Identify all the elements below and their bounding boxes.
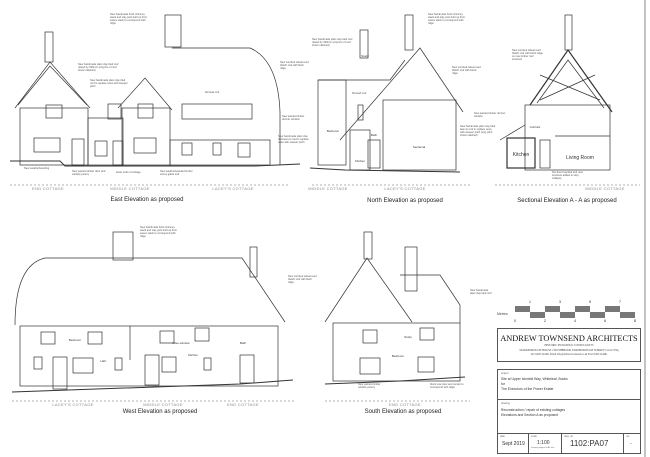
room-label: false window (172, 341, 190, 345)
annotation: first floor boarded and new structure ad… (552, 171, 583, 180)
annotation: block new door and render to correspond … (430, 383, 464, 389)
scale-bar-label: Metres (497, 312, 508, 316)
annotation: lower ends of cottage (116, 171, 141, 174)
annotation: New painted timber door and window joine… (72, 170, 106, 176)
north-elevation-title: North Elevation as proposed (367, 198, 443, 204)
room-label: Bedroom (391, 354, 405, 358)
annotation: New handmade brick chimney stack and cla… (140, 226, 178, 238)
annotation: New combed wheat reed thatch roof with f… (288, 275, 317, 284)
firm-block: ANDREW TOWNSEND ARCHITECTS HISTORIC BUIL… (497, 328, 641, 362)
room-label: Sectional (412, 145, 426, 149)
firm-name: ANDREW TOWNSEND ARCHITECTS (500, 334, 638, 343)
annotation: New handmade plain clay tiled lean-to ro… (460, 125, 496, 137)
cottage-label: END COTTAGE (227, 402, 259, 407)
cottage-label: MIDDLE COTTAGE (585, 186, 625, 191)
annotation: New weatherboarding (24, 167, 50, 170)
scale-bar (515, 306, 635, 318)
annotation: New handmade plain clay tiled roof raise… (312, 38, 353, 47)
annotation: New handmade plain clay tiled roof raise… (78, 63, 119, 72)
annotation: New combed wheat reed thatch roof with b… (512, 49, 543, 61)
scale-label: scale (531, 435, 537, 438)
annotation: New painted timber dormer window (474, 112, 506, 118)
scale-value: 1:100 (537, 440, 550, 446)
firm-address: MARLBOROUGH HOUSE 2 RUSHBROOK FARNBOROUG… (519, 349, 619, 352)
cottage-label: LACEY'S COTTAGE (52, 402, 94, 407)
rev-label: rev (626, 435, 630, 438)
scale-tick: 0 (514, 319, 516, 323)
project-line: Site at Upper Icknield Way, Whiteleaf, B… (501, 377, 568, 381)
date-label: date (500, 435, 505, 438)
dwg-label: dwg. no. (564, 435, 574, 438)
scale-tick: 5 (589, 300, 591, 304)
date-value: Sept 2019 (502, 441, 525, 447)
annotation: New combed wheat reed thatch roof with b… (452, 66, 481, 75)
room-label: Study (361, 54, 369, 58)
drawing-info-block: project Site at Upper Icknield Way, Whit… (497, 369, 641, 454)
scale-tick: 8 (634, 319, 636, 323)
scale-tick: 3 (559, 300, 561, 304)
section-title: Sectional Elevation A - A as proposed (517, 198, 617, 204)
cottage-label: END COTTAGE (32, 186, 64, 191)
room-label: Study (404, 335, 412, 339)
west-elevation-title: West Elevation as proposed (122, 409, 198, 415)
scale-tick: 1 (529, 300, 531, 304)
annotation: flat lead roof (352, 92, 367, 95)
south-elevation-drawing (324, 231, 470, 402)
drawing-label: drawing (501, 402, 510, 405)
scale-tick: 2 (544, 319, 546, 323)
south-elevation-title: South Elevation as proposed (364, 409, 442, 415)
room-label: Bedroom (68, 338, 82, 342)
room-label: Bath (239, 341, 247, 345)
room-label: Bedroom (326, 129, 340, 133)
room-label: Corridor (529, 125, 541, 129)
annotation: New handmade plain clay tiled roof to re… (90, 79, 128, 88)
cottage-label: LACEY'S COTTAGE (212, 186, 254, 191)
room-label: Kitchen (187, 353, 199, 357)
north-elevation-drawing (309, 14, 470, 186)
annotation: New weatherboarded timber storey gable e… (160, 170, 193, 176)
annotation: New handmade plain clay tiled lean-to ro… (278, 135, 309, 144)
room-label: Kitchen (354, 159, 366, 163)
east-elevation-drawing (10, 14, 301, 186)
annotation: New painted timber dormer window (282, 115, 305, 121)
cottage-label: LACEY'S COTTAGE (384, 186, 426, 191)
west-elevation-drawing (11, 231, 295, 402)
rev-value: - (630, 441, 632, 447)
section-drawing (495, 14, 640, 186)
drawing-line: Elevations and Section A as proposed (501, 413, 558, 417)
annotation: New handmade plain clay tiled roof (470, 289, 492, 295)
firm-contact: Tel 01483 224461 Email info@andrewtownse… (530, 353, 608, 356)
room-label: Hall (100, 359, 106, 363)
scale-tick: 4 (574, 319, 576, 323)
cottage-label: MIDDLE COTTAGE (143, 402, 183, 407)
scale-tick: 7 (619, 300, 621, 304)
project-line: for (501, 382, 505, 386)
annotation: New handmade brick chimney stack and cla… (428, 13, 466, 25)
scale-note: Drawing original is A3 size (531, 447, 555, 449)
east-elevation-title: East Elevation as proposed (110, 197, 184, 203)
cottage-label: END COTTAGE (389, 402, 421, 407)
room-label: Kitchen (512, 152, 530, 158)
room-label: Bath (370, 133, 378, 137)
annotation: New handmade brick chimney stack and cla… (110, 13, 148, 25)
project-line: The Executors of the Power Estate (501, 387, 554, 391)
room-label: Living Room (566, 155, 594, 161)
cottage-label: MIDDLE COTTAGE (308, 186, 348, 191)
annotation: flat lead roof (205, 91, 220, 94)
dwg-number: 1102:PA07 (570, 439, 609, 448)
cottage-label: MIDDLE COTTAGE (110, 186, 150, 191)
drawing-line: Reconstruction / repair of existing cott… (501, 408, 566, 412)
scale-tick: 6 (604, 319, 606, 323)
project-label: project (501, 372, 509, 375)
annotation: New combed wheat reed thatch roof with f… (280, 61, 309, 70)
firm-tagline: HISTORIC BUILDINGS CONSULTANTS (544, 344, 594, 347)
annotation: New painted timber window joinery (358, 383, 381, 389)
